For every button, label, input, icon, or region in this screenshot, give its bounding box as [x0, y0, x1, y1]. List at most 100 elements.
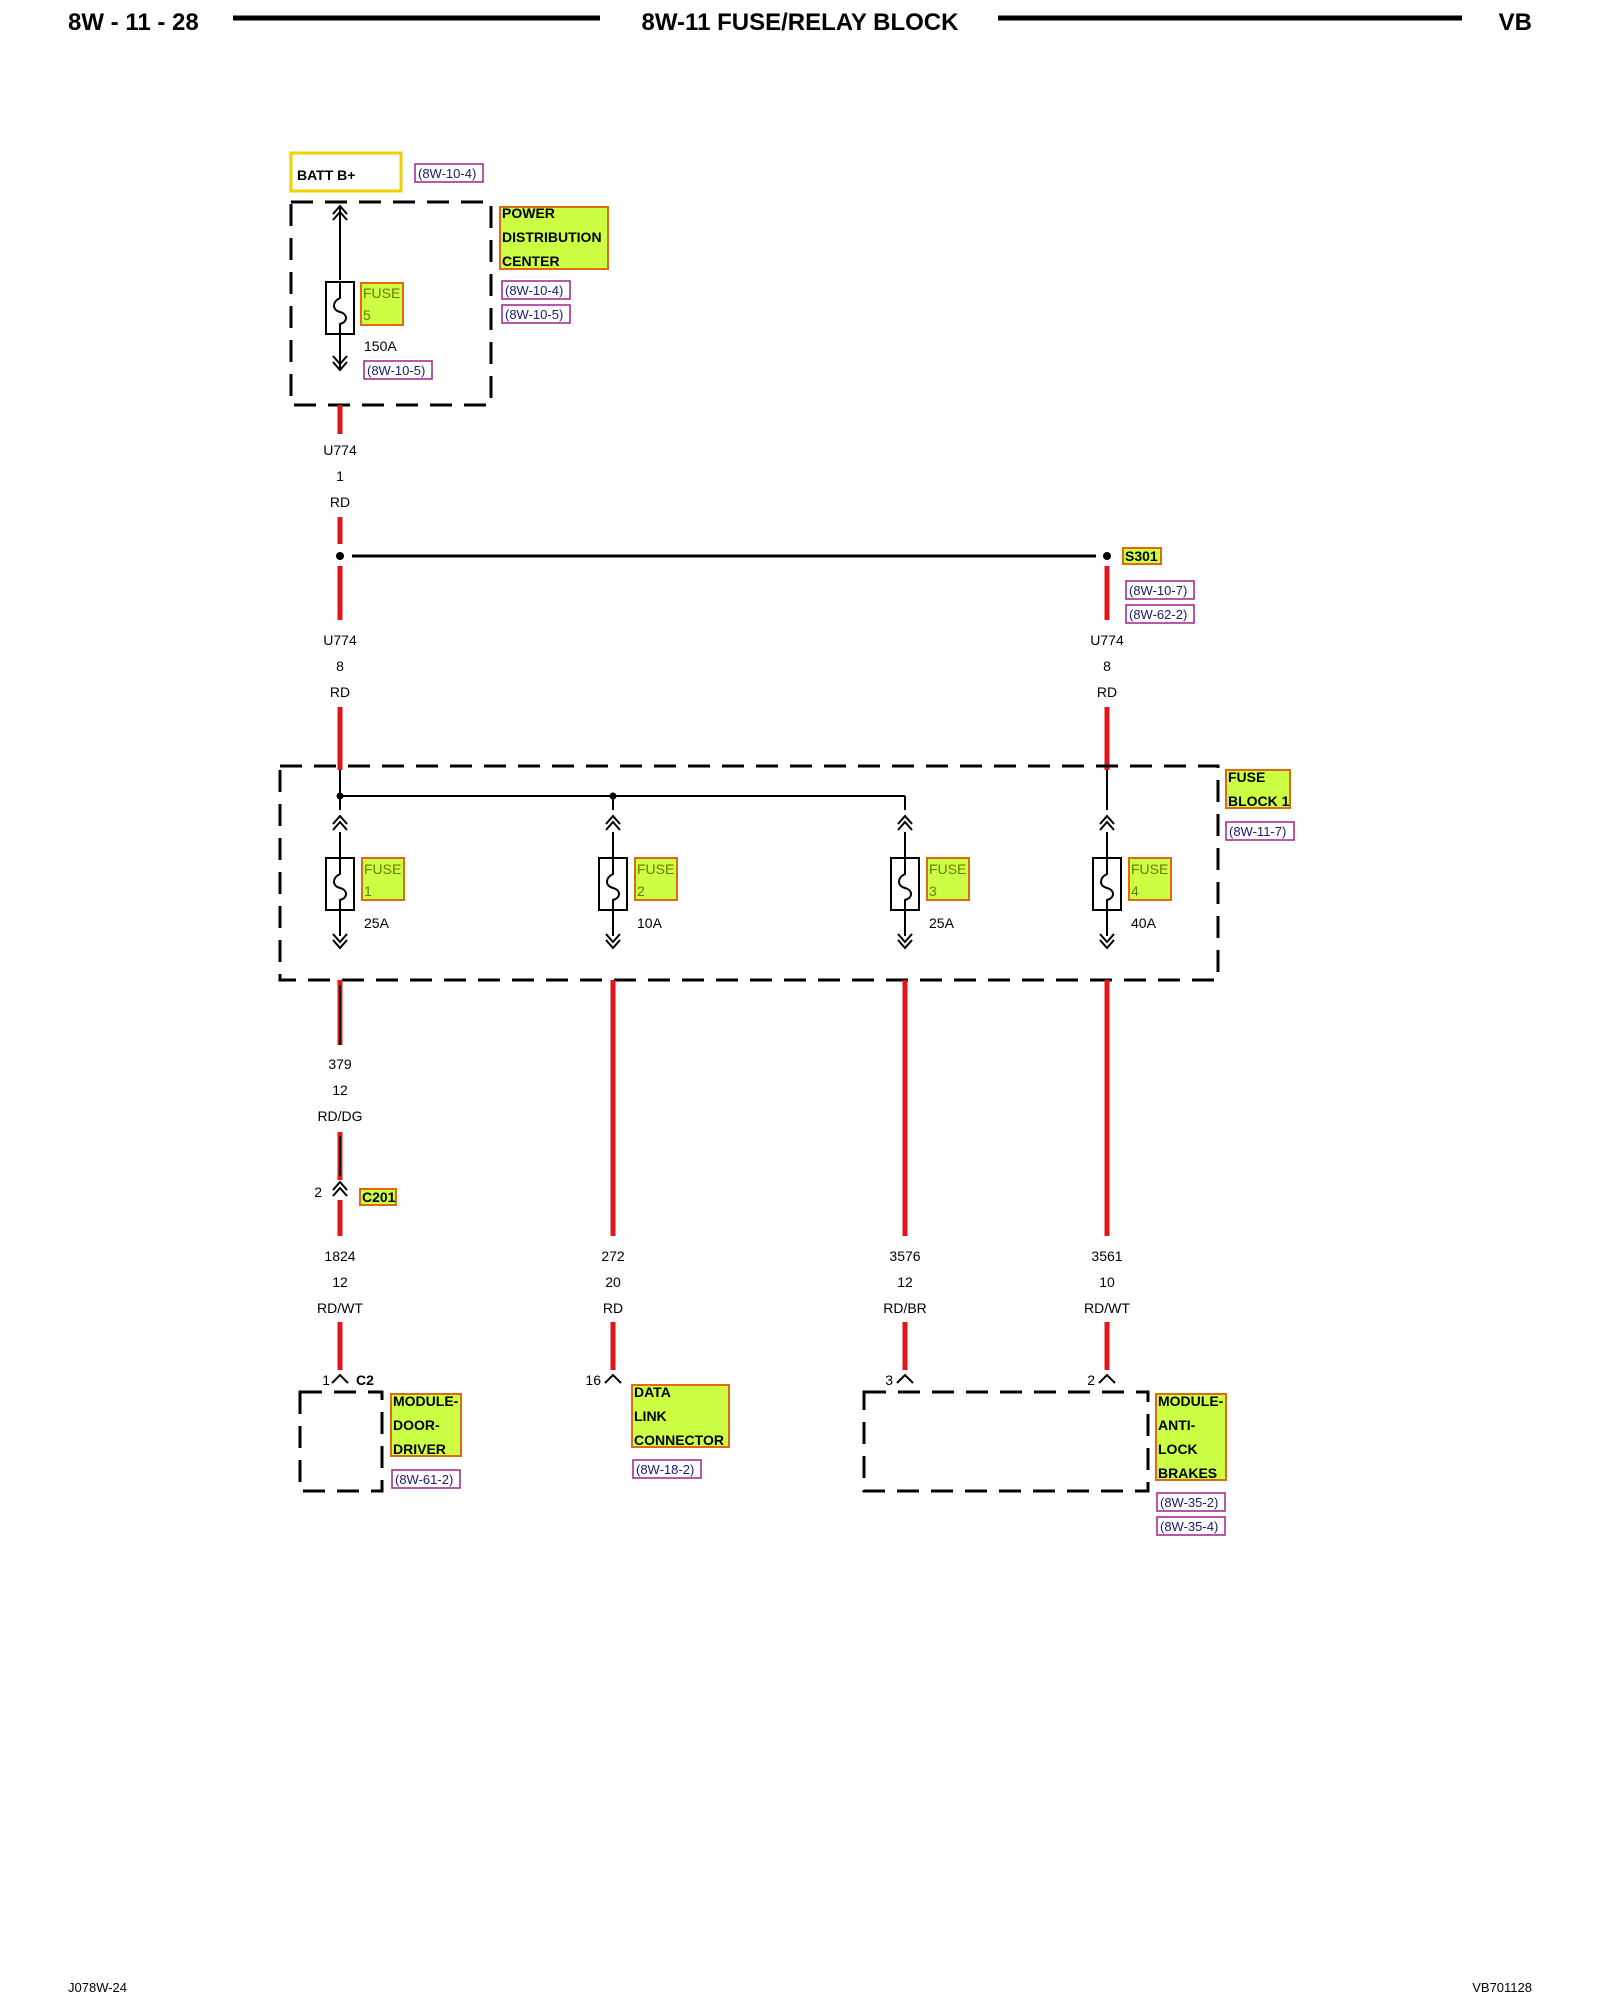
fuse-block-label-line2: BLOCK 1: [1228, 793, 1290, 809]
wire-3576-circuit: 3576: [889, 1248, 920, 1264]
fuse-2-icon: [598, 857, 628, 911]
wire-3576-gauge: 12: [897, 1274, 913, 1290]
fuse-3-label: FUSE: [929, 861, 966, 877]
module-door-box: [298, 1390, 384, 1493]
pdc-label-line2: DISTRIBUTION: [502, 229, 602, 245]
module-door-highlight: [390, 1393, 462, 1457]
page-number: 8W - 11 - 28: [68, 9, 199, 36]
module-door-ref-box: [391, 1469, 461, 1489]
pdc-label-highlight: [499, 206, 609, 270]
pdc-ref-box-2: [501, 304, 571, 324]
fuse-block-1: FUSE BLOCK 1 (8W-11-7) FUSE 1 25A: [278, 764, 1295, 982]
wire-u774-8-left-gauge: 8: [336, 658, 344, 674]
dlc-line3: CONNECTOR: [634, 1432, 724, 1448]
c201-label: C201: [362, 1189, 396, 1205]
fuse-1-number: 1: [364, 883, 372, 899]
page-title: 8W-11 FUSE/RELAY BLOCK: [642, 9, 960, 36]
fuse-5-highlight: [360, 282, 404, 326]
fuse-4-rating: 40A: [1131, 915, 1157, 931]
power-distribution-center: POWER DISTRIBUTION CENTER (8W-10-4) (8W-…: [289, 200, 609, 407]
batt-label: BATT B+: [297, 167, 355, 183]
fuse-block-box: [278, 764, 1220, 982]
page-header: 8W - 11 - 28 8W-11 FUSE/RELAY BLOCK VB: [68, 9, 1532, 36]
c201-chevron-icon: [332, 1181, 348, 1197]
splice-dot-right: [1103, 552, 1111, 560]
module-door-connector: C2: [356, 1372, 374, 1388]
pdc-label-line1: POWER: [502, 205, 555, 221]
wire-379-color: RD/DG: [317, 1108, 362, 1124]
connector-chevron-icon: [605, 815, 621, 831]
abs-ref-1[interactable]: (8W-35-2): [1160, 1495, 1218, 1510]
abs-pin-3: 3: [885, 1372, 893, 1388]
data-link-connector[interactable]: 16 DATA LINK CONNECTOR (8W-18-2): [585, 1372, 730, 1479]
fuse-1-highlight: [361, 857, 405, 901]
abs-ref-2[interactable]: (8W-35-4): [1160, 1519, 1218, 1534]
fuse-4-label: FUSE: [1131, 861, 1168, 877]
dlc-pin: 16: [585, 1372, 601, 1388]
connector-chevron-icon: [897, 815, 913, 831]
fuse-5-label: FUSE: [363, 285, 400, 301]
abs-box: [862, 1390, 1150, 1493]
module-door-ref[interactable]: (8W-61-2): [395, 1472, 453, 1487]
connector-chevron-icon: [1099, 815, 1115, 831]
connector-chevron-icon: [897, 933, 913, 949]
wire-379-gauge: 12: [332, 1082, 348, 1098]
pdc-label-line3: CENTER: [502, 253, 560, 269]
connector-chevron-icon: [332, 933, 348, 949]
wire-1824-color: RD/WT: [317, 1300, 363, 1316]
dlc-line2: LINK: [634, 1408, 667, 1424]
fuse-5-rating: 150A: [364, 338, 397, 354]
connector-chevron-icon: [605, 933, 621, 949]
abs-line1: MODULE-: [1158, 1393, 1224, 1409]
fuse-5-ref-box: [363, 360, 433, 380]
fuse-block-label-line1: FUSE: [1228, 769, 1265, 785]
abs-highlight: [1155, 1393, 1227, 1481]
fuse-3-rating: 25A: [929, 915, 955, 931]
module-anti-lock-brakes[interactable]: 3 2 MODULE- ANTI- LOCK BRAKES (8W-35-2) …: [862, 1372, 1227, 1536]
abs-pin-2: 2: [1087, 1372, 1095, 1388]
footer-right-code: VB701128: [1472, 1980, 1532, 1995]
pdc-ref-1[interactable]: (8W-10-4): [505, 283, 563, 298]
module-door-line1: MODULE-: [393, 1393, 459, 1409]
dlc-ref[interactable]: (8W-18-2): [636, 1462, 694, 1477]
fuse-block-label-highlight: [1225, 769, 1291, 809]
fuse-3-number: 3: [929, 883, 937, 899]
s301-ref-1[interactable]: (8W-10-7): [1129, 583, 1187, 598]
fuse-4-icon: [1092, 857, 1122, 911]
dlc-ref-box: [632, 1459, 702, 1479]
abs-ref-box-1: [1156, 1492, 1226, 1512]
wire-u774-8-right-gauge: 8: [1103, 658, 1111, 674]
s301-ref-box-2: [1125, 604, 1195, 624]
fuse-4-number: 4: [1131, 883, 1139, 899]
fuse-3-icon: [890, 857, 920, 911]
connector-chevron-icon: [332, 815, 348, 831]
s301-ref-2[interactable]: (8W-62-2): [1129, 607, 1187, 622]
batt-ref[interactable]: (8W-10-4): [418, 166, 476, 181]
module-door-pin: 1: [322, 1372, 330, 1388]
fuse-5-ref[interactable]: (8W-10-5): [367, 363, 425, 378]
wire-u774-1-color: RD: [330, 494, 350, 510]
abs-line4: BRAKES: [1158, 1465, 1217, 1481]
wire-u774-1-circuit: U774: [323, 442, 357, 458]
abs-ref-box-2: [1156, 1516, 1226, 1536]
wire-3561-gauge: 10: [1099, 1274, 1115, 1290]
wire-u774-8-left-circuit: U774: [323, 632, 357, 648]
splice-dot-left: [336, 552, 344, 560]
fuse-block-ref[interactable]: (8W-11-7): [1229, 824, 1286, 839]
fuse-2-number: 2: [637, 883, 645, 899]
fuse-1-icon: [325, 857, 355, 911]
fuse-2-highlight: [634, 857, 678, 901]
model-code: VB: [1499, 9, 1532, 36]
wire-3561-circuit: 3561: [1091, 1248, 1122, 1264]
fuse-1-rating: 25A: [364, 915, 390, 931]
module-door-driver[interactable]: 1 C2 MODULE- DOOR- DRIVER (8W-61-2): [298, 1372, 462, 1493]
wire-272-circuit: 272: [601, 1248, 625, 1264]
module-door-line3: DRIVER: [393, 1441, 446, 1457]
fuse-2-rating: 10A: [637, 915, 663, 931]
fuse-2-label: FUSE: [637, 861, 674, 877]
fuse-4-highlight: [1128, 857, 1172, 901]
fuse-5-icon: [325, 281, 355, 335]
pdc-ref-2[interactable]: (8W-10-5): [505, 307, 563, 322]
abs-line2: ANTI-: [1158, 1417, 1196, 1433]
s301-ref-box-1: [1125, 580, 1195, 600]
